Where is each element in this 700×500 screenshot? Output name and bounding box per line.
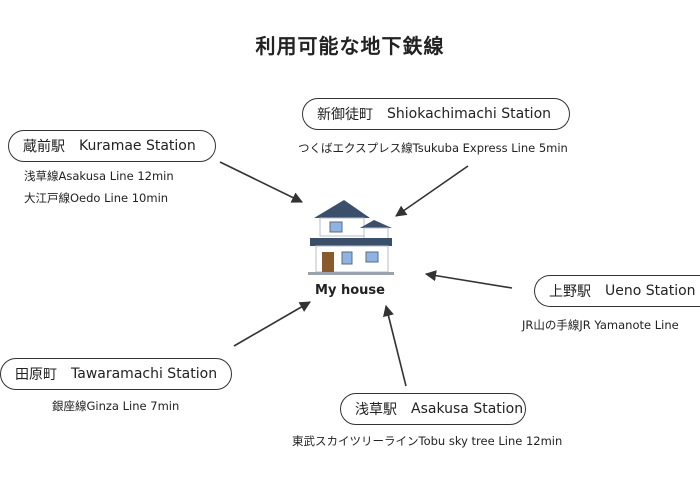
station-shinokachimachi: 新御徒町 Shiokachimachi Station [302,98,570,130]
station-jp-name: 田原町 [15,367,57,383]
line-info: 浅草線Asakusa Line 12min [24,169,174,183]
house-label: My house [315,283,385,298]
line-info: 大江戸線Oedo Line 10min [24,191,169,205]
station-en-name: Asakusa Station [411,401,524,417]
arrow-asakusa [383,304,407,387]
arrow-kuramae [219,161,304,203]
station-jp-name: 上野駅 [549,284,591,300]
line-info: JR山の手線JR Yamanote Line [522,318,679,332]
station-kuramae: 蔵前駅 Kuramae Station [8,130,216,162]
line-info: 東武スカイツリーラインTobu sky tree Line 12min [292,434,563,448]
station-en-name: Ueno Station [605,283,696,299]
arrow-tawaramachi [233,301,311,347]
station-en-name: Tawaramachi Station [71,366,218,382]
arrow-shinokachimachi [395,165,469,217]
station-tawaramachi: 田原町 Tawaramachi Station [0,358,232,390]
station-jp-name: 蔵前駅 [23,139,65,155]
house-icon [308,200,394,275]
station-jp-name: 浅草駅 [355,402,397,418]
station-asakusa: 浅草駅 Asakusa Station [340,393,526,425]
station-en-name: Shiokachimachi Station [387,106,552,122]
line-info: 銀座線Ginza Line 7min [52,399,180,413]
station-ueno: 上野駅 Ueno Station [534,275,700,307]
diagram-title: 利用可能な地下鉄線 [255,34,445,58]
line-info: つくばエクスプレス線Tsukuba Express Line 5min [298,141,568,155]
station-en-name: Kuramae Station [79,138,196,154]
arrow-ueno [424,270,513,289]
station-jp-name: 新御徒町 [317,107,373,123]
